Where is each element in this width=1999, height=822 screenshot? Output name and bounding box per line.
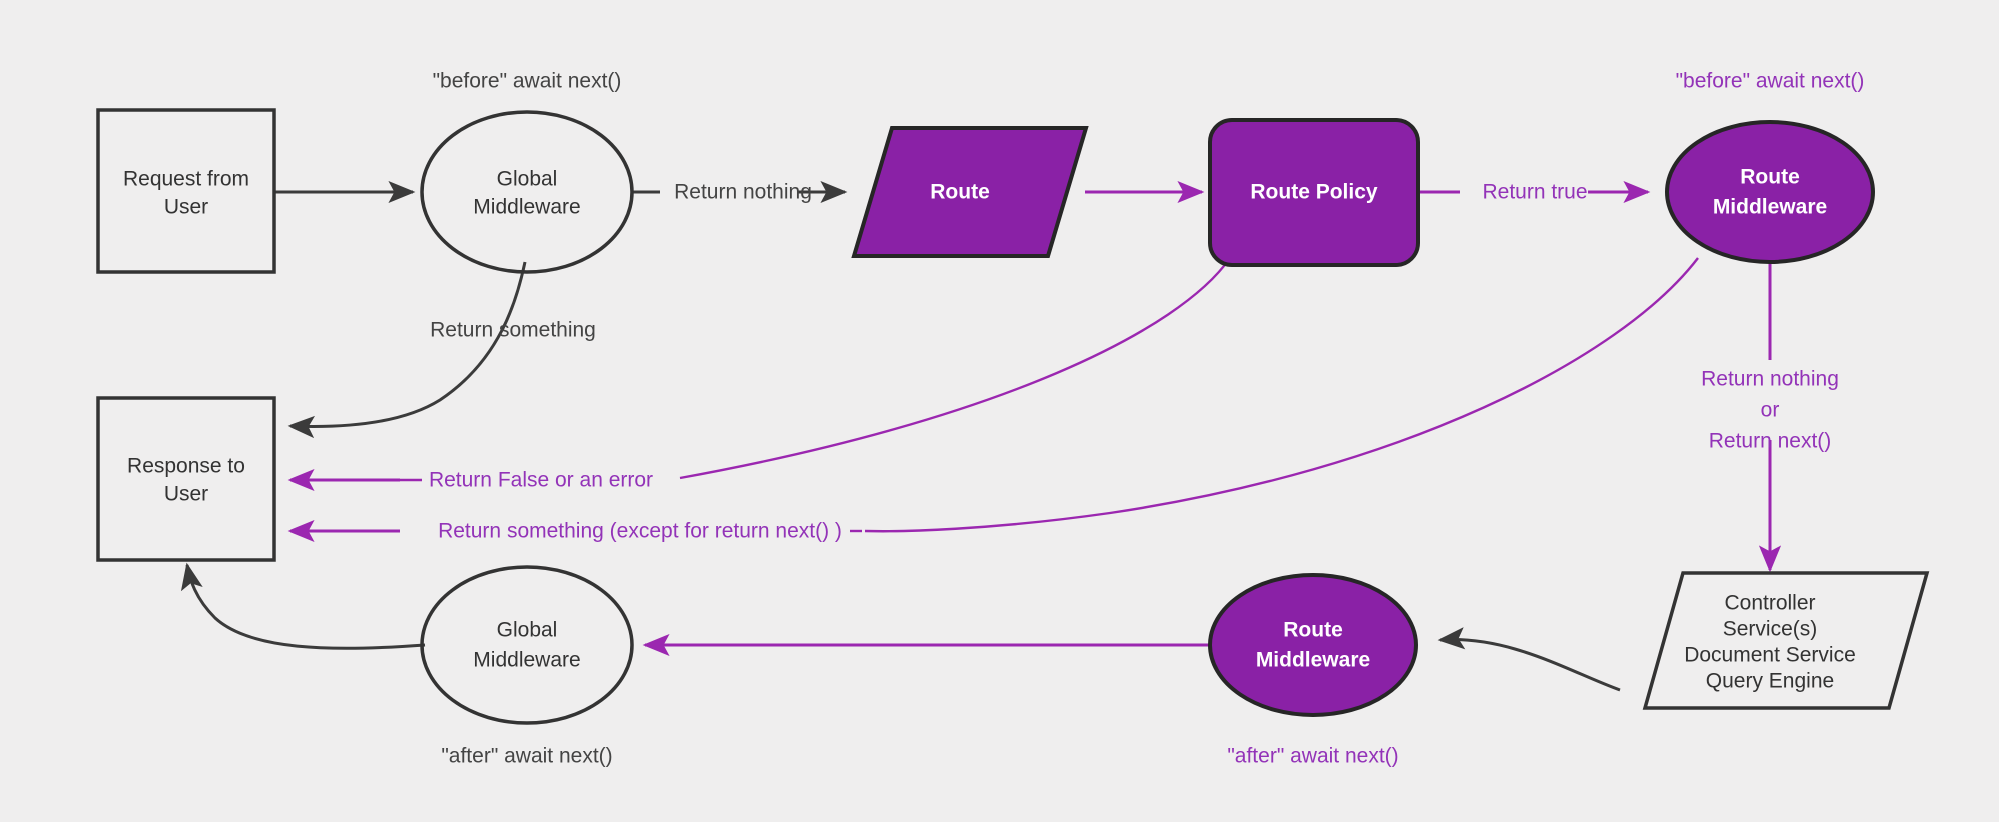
controller-service-label-line3: Document Service: [1684, 644, 1856, 667]
route-middleware-top-label-line1: Route: [1740, 166, 1800, 189]
annotation-after-await-next-global: "after" await next(): [441, 745, 612, 768]
edge-label-or: or: [1761, 399, 1780, 422]
node-route-middleware-bottom[interactable]: Route Middleware: [1208, 573, 1418, 717]
annotation-after-await-next-route: "after" await next(): [1227, 745, 1398, 768]
controller-service-label-line4: Query Engine: [1706, 670, 1834, 693]
edge-label-return-something-global: Return something: [430, 319, 596, 342]
annotation-before-await-next-global: "before" await next(): [433, 70, 622, 93]
edge-label-return-false-or-error: Return False or an error: [429, 469, 653, 492]
global-middleware-top-label-line1: Global: [497, 168, 558, 191]
edge-label-return-next-route: Return next(): [1709, 430, 1832, 453]
node-controller-service[interactable]: Controller Service(s) Document Service Q…: [1642, 571, 1930, 710]
route-middleware-bottom-label-line2: Middleware: [1256, 649, 1370, 672]
node-route[interactable]: Route: [851, 126, 1089, 258]
edge-route-middleware-to-response-something: [864, 257, 1699, 533]
global-middleware-top-label-line2: Middleware: [473, 196, 580, 219]
response-to-user-label-line2: User: [164, 483, 208, 506]
response-to-user-label-line1: Response to: [127, 455, 245, 478]
request-from-user-label-line1: Request from: [123, 168, 249, 191]
node-global-middleware-bottom[interactable]: Global Middleware: [420, 565, 634, 725]
edge-controller-to-route-middleware-bottom: [1437, 627, 1621, 692]
edge-label-return-true: Return true: [1482, 181, 1587, 204]
node-route-policy[interactable]: Route Policy: [1208, 118, 1420, 267]
controller-service-label-line1: Controller: [1724, 592, 1815, 615]
route-policy-label: Route Policy: [1250, 181, 1378, 204]
route-middleware-bottom-label-line1: Route: [1283, 619, 1343, 642]
node-global-middleware-top[interactable]: Global Middleware: [420, 110, 634, 274]
node-request-from-user[interactable]: Request from User: [96, 108, 276, 274]
edge-label-return-nothing-route: Return nothing: [1701, 368, 1839, 391]
edge-route-policy-to-response-false: [679, 257, 1231, 480]
edge-label-return-nothing-global: Return nothing: [674, 181, 812, 204]
edge-global-middleware-to-response: [287, 261, 527, 439]
edge-global-middleware-bottom-to-response: [180, 562, 426, 650]
node-route-middleware-top[interactable]: Route Middleware: [1665, 120, 1875, 264]
route-middleware-top-label-line2: Middleware: [1713, 196, 1827, 219]
node-response-to-user[interactable]: Response to User: [96, 396, 276, 562]
request-from-user-label-line2: User: [164, 196, 208, 219]
route-label: Route: [930, 181, 990, 204]
global-middleware-bottom-label-line2: Middleware: [473, 649, 580, 672]
annotation-before-await-next-route: "before" await next(): [1676, 70, 1865, 93]
edge-label-return-something-except: Return something (except for return next…: [438, 520, 842, 543]
global-middleware-bottom-label-line1: Global: [497, 619, 558, 642]
controller-service-label-line2: Service(s): [1723, 618, 1818, 641]
